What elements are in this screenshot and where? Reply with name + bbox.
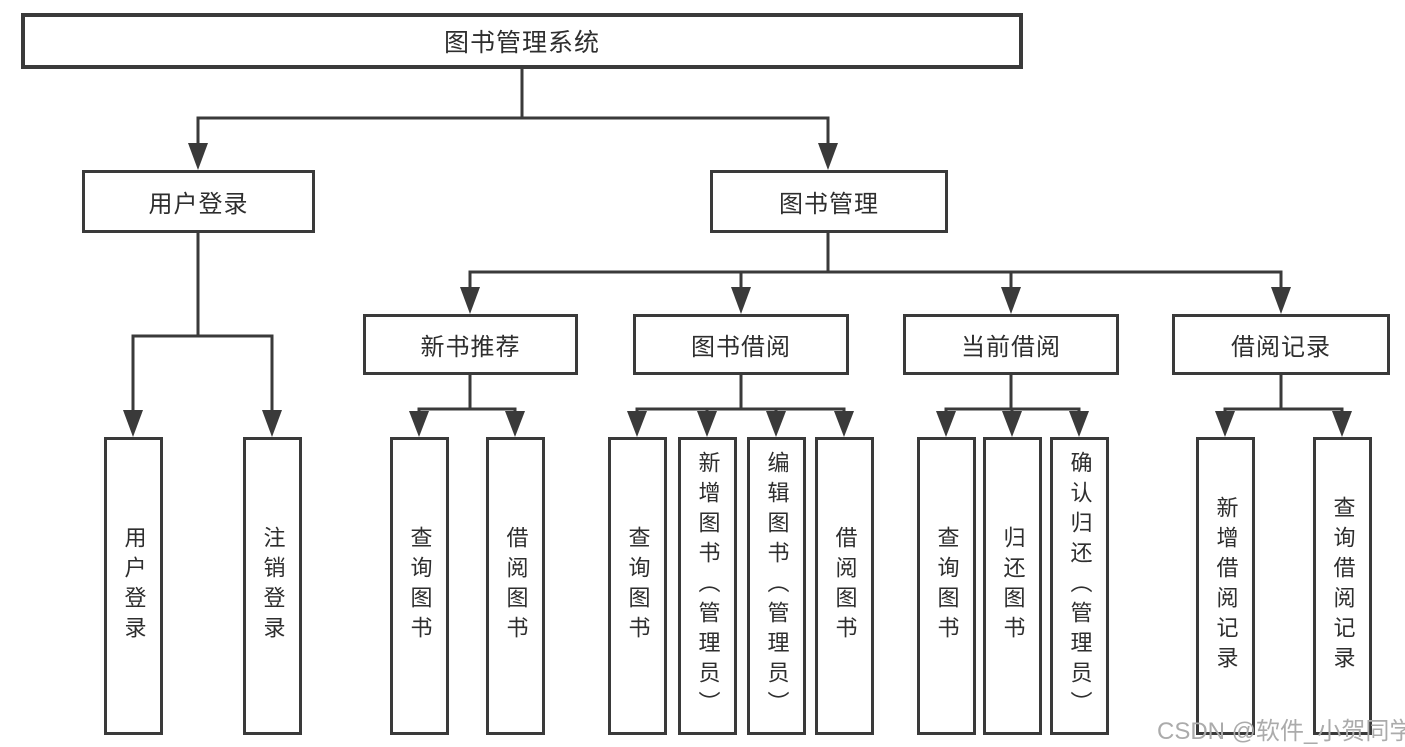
leaf-query-borrow-record: 查询借阅记录: [1313, 437, 1372, 735]
node-new-book-recommend: 新书推荐: [363, 314, 578, 375]
leaf-add-borrow-record: 新增借阅记录: [1196, 437, 1255, 735]
node-label: 当前借阅: [961, 334, 1061, 361]
leaf-label: 新增图书（管理员）: [695, 451, 721, 721]
node-borrow-records: 借阅记录: [1172, 314, 1390, 375]
arrowheads: [123, 143, 1352, 437]
leaf-label: 借阅图书: [832, 526, 858, 646]
edge-book-borrow-branch: [635, 375, 846, 418]
leaf-query-books-recommend: 查询图书: [390, 437, 449, 735]
leaf-return-book: 归还图书: [983, 437, 1042, 735]
leaf-label: 确认归还（管理员）: [1067, 451, 1093, 721]
leaf-label: 归还图书: [1000, 526, 1026, 646]
node-label: 借阅记录: [1231, 334, 1331, 361]
leaf-label: 查询图书: [934, 526, 960, 646]
leaf-label: 编辑图书（管理员）: [764, 451, 790, 721]
leaf-borrow-books: 借阅图书: [815, 437, 874, 735]
csdn-watermark: CSDN @软件_小贺同学: [1157, 718, 1405, 745]
edge-user-login-branch: [131, 233, 274, 414]
node-label: 用户登录: [148, 191, 249, 218]
node-label: 图书管理: [779, 191, 879, 218]
edge-new-book-recommend-branch: [417, 375, 517, 418]
node-user-login: 用户登录: [82, 170, 315, 233]
node-label: 图书管理系统: [443, 29, 600, 57]
leaf-label: 借阅图书: [503, 526, 529, 646]
node-library-system: 图书管理系统: [21, 13, 1023, 69]
leaf-label: 新增借阅记录: [1213, 496, 1239, 676]
edge-borrow-records-branch: [1223, 375, 1344, 418]
leaf-query-books-borrow: 查询图书: [608, 437, 667, 735]
edge-root: [196, 69, 830, 150]
leaf-add-book-admin: 新增图书（管理员）: [678, 437, 737, 735]
node-label: 新书推荐: [420, 334, 521, 361]
leaf-user-login: 用户登录: [104, 437, 163, 735]
leaf-label: 查询图书: [407, 526, 433, 646]
node-current-borrow: 当前借阅: [903, 314, 1119, 375]
leaf-label: 查询图书: [625, 526, 651, 646]
node-label: 图书借阅: [691, 334, 791, 361]
edge-book-management-branch: [468, 233, 1283, 292]
leaf-label: 查询借阅记录: [1330, 496, 1356, 676]
leaf-edit-book-admin: 编辑图书（管理员）: [747, 437, 806, 735]
leaf-borrow-books-recommend: 借阅图书: [486, 437, 545, 735]
leaf-label: 注销登录: [260, 526, 286, 646]
leaf-label: 用户登录: [121, 526, 147, 646]
leaf-confirm-return-admin: 确认归还（管理员）: [1050, 437, 1109, 735]
node-book-management: 图书管理: [710, 170, 948, 233]
leaf-logout: 注销登录: [243, 437, 302, 735]
leaf-query-books-current: 查询图书: [917, 437, 976, 735]
node-book-borrow: 图书借阅: [633, 314, 849, 375]
